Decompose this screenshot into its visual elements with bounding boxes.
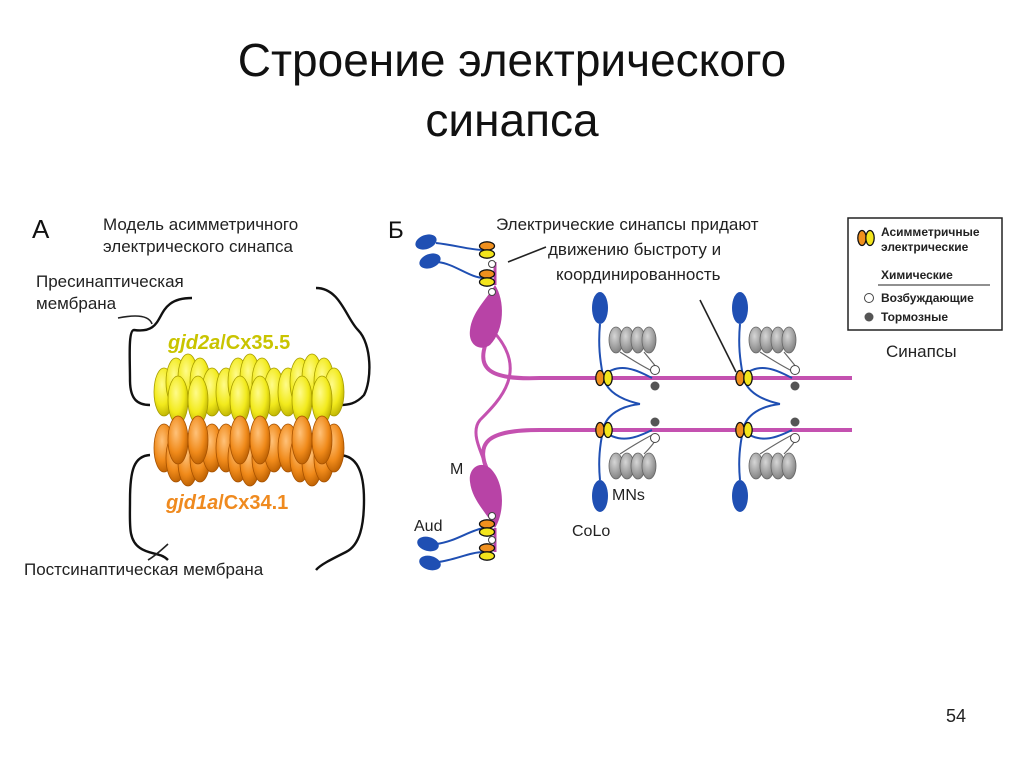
legend-chemical: Химические (881, 268, 953, 282)
panel-b-caption-line-2: движению быстроту и (548, 240, 721, 259)
page-number: 54 (945, 706, 966, 726)
asymmetric-synapse (735, 369, 753, 387)
slide-title-line-2: синапса (425, 94, 599, 146)
presynaptic-label-line-2: мембрана (36, 294, 117, 313)
inhibitory-synapse (650, 417, 660, 427)
motor-neuron-cluster-bottom (748, 452, 797, 480)
connexon-channel-3 (277, 353, 345, 487)
excitatory-synapse (790, 433, 800, 443)
excitatory-synapse (790, 365, 800, 375)
legend-excitatory-swatch (864, 293, 874, 303)
gene-label-bottom: gjd1a/Cx34.1 (165, 492, 288, 514)
slide-title-line-1: Строение электрического (237, 34, 787, 86)
motor-neuron-cluster-top (608, 326, 657, 354)
spinal-segment-2 (732, 292, 800, 512)
postsynaptic-membrane-right (315, 453, 366, 571)
caption-pointer-2 (699, 299, 737, 373)
panel-b-letter: Б (388, 217, 404, 244)
inhibitory-synapse (790, 381, 800, 391)
legend-asym-line-1: Асимметричные (881, 225, 980, 239)
mauthner-cell-top (469, 285, 502, 348)
panel-a-caption-line-1: Модель асимметричного (103, 215, 298, 234)
connexon-channel-2 (215, 353, 285, 487)
panel-a: А Модель асимметричного электрического с… (24, 214, 371, 579)
spinal-segment-1 (592, 292, 660, 512)
presynaptic-pointer (117, 315, 153, 325)
postsynaptic-membrane-left (128, 453, 169, 561)
excitatory-synapse (650, 433, 660, 443)
colo-interneuron-top (592, 292, 608, 324)
hemichannel-cx34-1 (277, 415, 345, 487)
hemichannel-cx34-1 (153, 415, 223, 487)
panel-a-caption-line-2: электрического синапса (103, 237, 293, 256)
legend-inhibitory-swatch (864, 312, 874, 322)
panel-b: Б Электрические синапсы придают движению… (388, 215, 852, 571)
motor-neuron-cluster-top (748, 326, 797, 354)
label-colo: CoLo (572, 523, 610, 540)
panel-b-caption-line-1: Электрические синапсы придают (496, 215, 759, 234)
motor-neuron-cluster-bottom (608, 452, 657, 480)
inhibitory-synapse (790, 417, 800, 427)
hemichannel-cx35-5 (153, 353, 223, 425)
mauthner-cell-bottom (469, 464, 502, 528)
caption-pointer-1 (507, 246, 547, 263)
auditory-afferent-top (415, 234, 496, 296)
label-mns: MNs (612, 487, 645, 504)
presynaptic-membrane-left (128, 296, 193, 407)
inhibitory-synapse (650, 381, 660, 391)
connexon-channel-1 (153, 353, 223, 487)
legend-asym-line-2: электрические (881, 240, 969, 254)
legend-inhibitory: Тормозные (881, 310, 948, 324)
hemichannel-cx35-5 (277, 353, 345, 425)
postsynaptic-pointer (147, 543, 169, 561)
postsynaptic-label: Постсинаптическая мембрана (24, 560, 264, 579)
legend-footer: Синапсы (886, 342, 957, 361)
label-aud: Aud (414, 518, 442, 535)
hemichannel-cx35-5 (215, 353, 285, 425)
colo-interneuron-bottom (592, 480, 608, 512)
label-m: M (450, 461, 463, 478)
asymmetric-synapse (595, 369, 613, 387)
panel-b-caption-line-3: координированность (556, 265, 721, 284)
slide-title: Строение электрического синапса (0, 30, 1024, 150)
presynaptic-label-line-1: Пресинаптическая (36, 272, 184, 291)
panel-a-letter: А (32, 214, 50, 244)
excitatory-synapse (650, 365, 660, 375)
legend-excitatory: Возбуждающие (881, 291, 974, 305)
legend: Асимметричные электрические Химические В… (847, 217, 1003, 361)
colo-interneuron-top (732, 292, 748, 324)
mauthner-cross (474, 328, 512, 481)
colo-interneuron-bottom (732, 480, 748, 512)
auditory-afferent-bottom (417, 512, 496, 571)
gene-label-top: gjd2a/Cx35.5 (167, 332, 290, 354)
hemichannel-cx34-1 (215, 415, 285, 487)
presynaptic-membrane-right (315, 286, 371, 407)
